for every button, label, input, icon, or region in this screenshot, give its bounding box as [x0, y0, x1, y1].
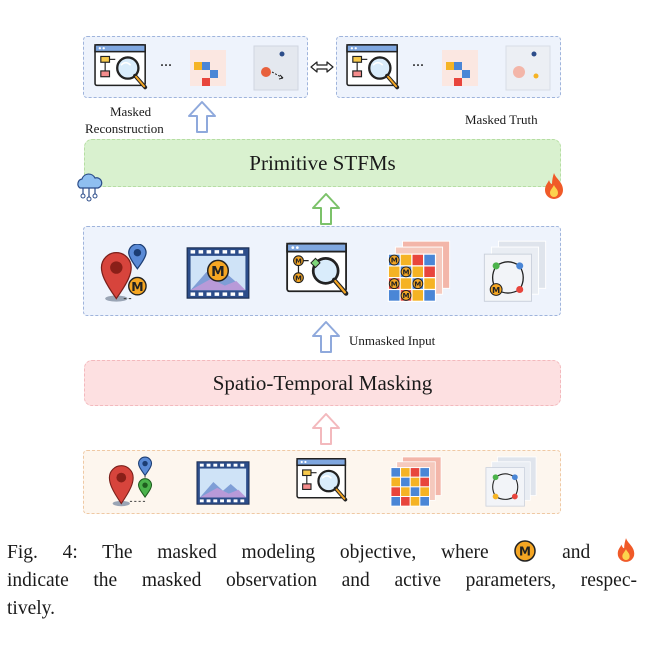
- masked-marker-icon: M: [514, 540, 537, 562]
- map-pin-masked-icon: [92, 244, 158, 306]
- up-arrow-icon-top: [187, 100, 217, 134]
- flowchart-magnifier-icon-truth: [346, 42, 404, 96]
- up-arrow-icon-blue: [311, 320, 341, 354]
- flowchart-magnifier-icon-input: [296, 456, 352, 508]
- figure-caption: Fig. 4: The masked modeling objective, w…: [7, 537, 637, 623]
- flowchart-magnifier-icon: [94, 42, 152, 96]
- primitive-stfms-label: Primitive STFMs: [249, 150, 396, 175]
- up-arrow-icon-green: [311, 192, 341, 226]
- ellipsis-left: ...: [160, 53, 172, 70]
- cloud-network-icon: [77, 173, 103, 202]
- grid-fragment-icon-truth: [442, 50, 478, 86]
- caption-line-3: tively.: [7, 598, 56, 619]
- spatio-temporal-masking-block: Spatio-Temporal Masking: [84, 360, 561, 406]
- graph-fragment-icon: [253, 45, 299, 91]
- fire-icon-caption: [615, 537, 637, 563]
- swap-arrows-icon: [310, 61, 334, 73]
- ellipsis-right: ...: [412, 53, 424, 70]
- grid-cube-icon: [389, 456, 443, 510]
- graph-fragment-icon-truth: [505, 45, 551, 91]
- masked-reconstruction-label-line1: Masked: [110, 104, 152, 119]
- masked-reconstruction-label-line2: Reconstruction: [85, 121, 164, 136]
- spatio-temporal-masking-label: Spatio-Temporal Masking: [212, 370, 433, 395]
- masked-truth-label: Masked Truth: [465, 112, 538, 127]
- graph-cube-masked-icon: [482, 240, 548, 306]
- unmasked-input-label: Unmasked Input: [349, 333, 436, 348]
- map-pin-icon: [102, 456, 160, 510]
- video-frame-masked-icon: [186, 245, 250, 301]
- up-arrow-icon-pink: [311, 412, 341, 446]
- svg-text:M: M: [519, 545, 531, 559]
- graph-cube-icon: [484, 456, 538, 510]
- caption-line-1: Fig. 4: The masked modeling objective, w…: [7, 537, 637, 567]
- video-frame-icon: [196, 460, 250, 506]
- fire-icon: [542, 172, 566, 200]
- grid-fragment-icon: [190, 50, 226, 86]
- flowchart-masked-icon: [286, 240, 354, 304]
- caption-line-2: indicate the masked observation and acti…: [7, 570, 637, 591]
- grid-cube-masked-icon: [386, 240, 452, 306]
- primitive-stfms-block: Primitive STFMs: [84, 139, 561, 187]
